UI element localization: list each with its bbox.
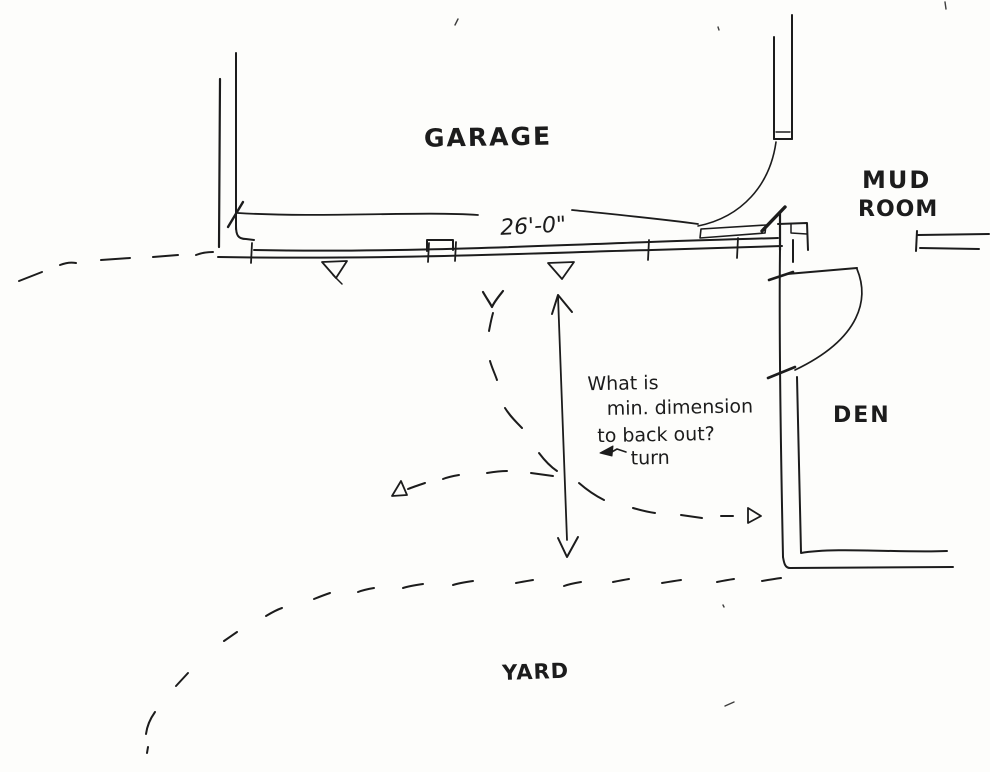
garage-door-marker-icons [321, 260, 575, 285]
path-arrowhead-up-icon [481, 289, 505, 309]
arrow-head-down-icon [557, 536, 579, 558]
den-door-header [786, 267, 858, 275]
yard-path-dashed [145, 577, 782, 754]
mudroom-door [697, 141, 777, 239]
garage-inner-wall-line [237, 209, 699, 225]
garage-left-wall [217, 52, 255, 249]
door-marker-triangle-icon [321, 260, 348, 279]
dimension-label: 26'-0" [499, 212, 566, 240]
garage-door-pier [426, 239, 454, 252]
garage-right-corner [760, 205, 809, 252]
wall-hinge-tick [226, 200, 245, 229]
handwritten-note: What is min. dimension to back out? turn [587, 372, 754, 470]
den-door-swing-arc [794, 268, 863, 371]
den-south-wall [782, 549, 954, 569]
turn-arrow-icon [599, 445, 627, 457]
yard-label: YARD [501, 659, 570, 685]
den-west-wall [766, 239, 863, 558]
door-marker-triangle-icon [547, 261, 575, 280]
arrow-head-up-icon [551, 294, 573, 315]
den-label: DEN [833, 403, 891, 428]
path-arrowhead-right-icon [747, 507, 762, 524]
mudroom-left-wall [773, 14, 793, 140]
note-line-3: to back out? [597, 423, 715, 447]
garage-door-wall [217, 237, 783, 264]
note-line-4: turn [630, 447, 669, 470]
door-leaf [699, 224, 767, 239]
path-arrowhead-left-icon [391, 480, 408, 497]
door-swing-arc [697, 141, 777, 227]
mudroom-label-line1: MUD [862, 166, 931, 194]
back-out-dimension-arrow [551, 294, 579, 558]
garage-label: GARAGE [424, 122, 553, 153]
note-line-2: min. dimension [607, 395, 754, 420]
den-door-jamb-tick-bottom [766, 365, 797, 380]
car-turn-path-dashed [391, 289, 762, 524]
note-line-1: What is [587, 372, 659, 395]
mudroom-label-line2: ROOM [858, 197, 938, 222]
pen-specks [454, 1, 947, 707]
mudroom-right-wall [915, 230, 990, 252]
arrow-shaft [557, 295, 568, 541]
driveway-dashed-line [18, 251, 214, 282]
